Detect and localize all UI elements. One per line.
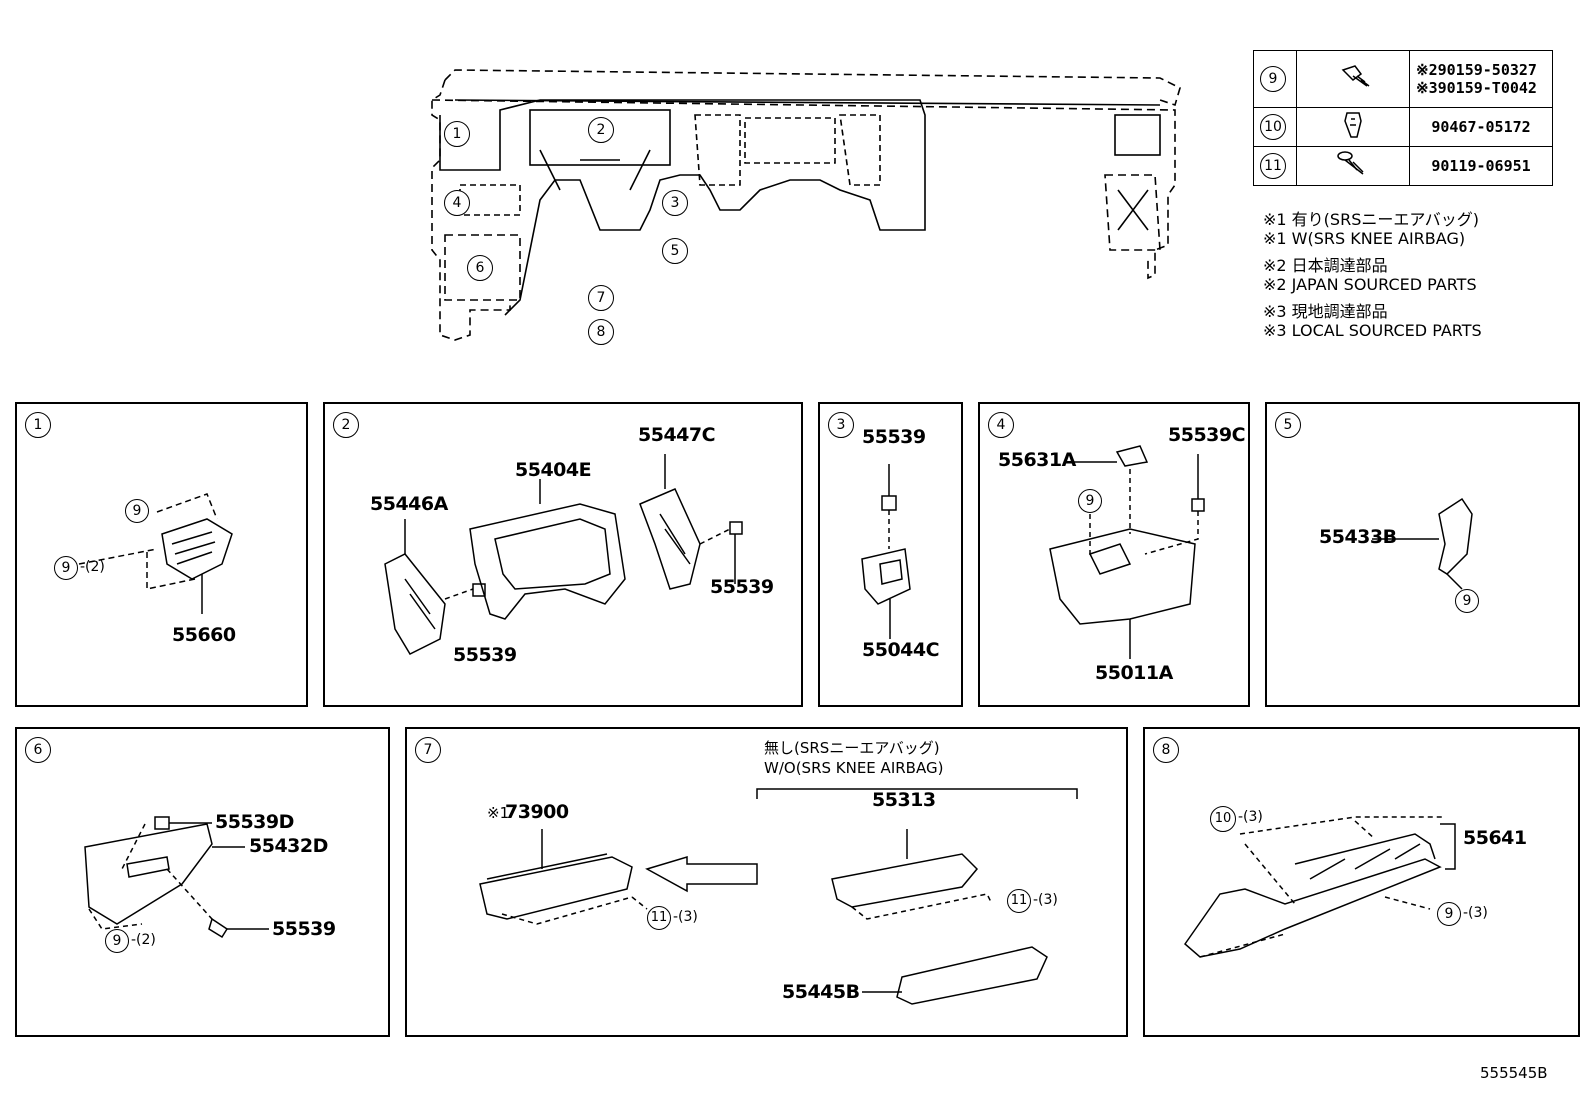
ref-circle-7: 7 (588, 285, 614, 311)
without-airbag-note-ja: 無し(SRSニーエアバッグ) (764, 739, 940, 757)
air-vent-drawing (78, 493, 233, 614)
part-55011A: 55011A (1095, 662, 1173, 684)
part-55313: 55313 (872, 789, 936, 811)
note-1-ja: ※1 有り(SRSニーエアバッグ) (1263, 210, 1479, 229)
qty-label: -(2) (131, 932, 156, 948)
callout-11-left: 11 (647, 906, 671, 930)
ref-circle-8: 8 (588, 319, 614, 345)
part-73900: 73900 (505, 801, 569, 823)
callout-9: 9 (105, 929, 129, 953)
qty-label: -(2) (80, 559, 105, 575)
panel-4-ref: 4 (988, 412, 1014, 438)
ref-circle-4: 4 (444, 190, 470, 216)
panel-8: 8 10 -(3) 55641 9 -(3) (1143, 727, 1580, 1037)
part-55432D: 55432D (249, 835, 328, 857)
note-1-en: ※1 W(SRS KNEE AIRBAG) (1263, 229, 1466, 248)
panel-1-ref: 1 (25, 412, 51, 438)
panel-1: 1 9 9 -(2) 55660 (15, 402, 308, 707)
part-55446A: 55446A (370, 493, 448, 515)
part-55631A: 55631A (998, 449, 1076, 471)
ref-circle-3: 3 (662, 190, 688, 216)
ref-circle-1: 1 (444, 121, 470, 147)
qty-label-left: -(3) (673, 909, 698, 925)
callout-9: 9 (1078, 489, 1102, 513)
part-55641: 55641 (1463, 827, 1527, 849)
lower-side-panel-drawing (84, 816, 269, 939)
part-55447C: 55447C (638, 424, 716, 446)
part-55433B: 55433B (1319, 526, 1397, 548)
panel-2: 2 55446A 55404E 55447C 55539 55539 (323, 402, 803, 707)
qty-label-9: -(3) (1463, 905, 1488, 921)
panel-5: 5 55433B 9 (1265, 402, 1580, 707)
part-55539C: 55539C (1168, 424, 1246, 446)
panel-3-ref: 3 (828, 412, 854, 438)
part-90159-50327: ※290159-50327 (1416, 61, 1537, 79)
part-55539-a: 55539 (710, 576, 774, 598)
panel-7-ref: 7 (415, 737, 441, 763)
panel-2-ref: 2 (333, 412, 359, 438)
glove-box-drawing (1183, 816, 1456, 958)
panel-3: 3 55539 55044C (818, 402, 963, 707)
callout-9-left: 9 (54, 556, 78, 580)
panel-8-ref: 8 (1153, 737, 1179, 763)
callout-9: 9 (1437, 902, 1461, 926)
part-55404E: 55404E (515, 459, 592, 481)
panel-4: 4 55631A 55539C 9 55011A (978, 402, 1250, 707)
fastener-row-9: 9 ※290159-50327※390159-T0042 (1253, 50, 1553, 108)
ref-circle-11: 11 (1260, 153, 1286, 179)
callout-10: 10 (1210, 806, 1236, 832)
part-55660: 55660 (172, 624, 236, 646)
note-3-en: ※3 LOCAL SOURCED PARTS (1263, 321, 1482, 340)
screw-icon (1333, 151, 1373, 184)
clip-icon (1333, 112, 1373, 145)
side-cover-drawing (1372, 497, 1473, 590)
note-3-ja: ※3 現地調達部品 (1263, 302, 1388, 321)
callout-11-right: 11 (1007, 889, 1031, 913)
qty-label-right: -(3) (1033, 892, 1058, 908)
cluster-panel-drawing (384, 454, 743, 655)
airbag-note-marker: ※1 (487, 804, 510, 822)
part-55539-b: 55539 (453, 644, 517, 666)
part-90467-05172: 90467-05172 (1431, 118, 1531, 136)
ref-circle-9: 9 (1260, 66, 1286, 92)
callout-9: 9 (1455, 589, 1479, 613)
diagram-id: 555545B (1480, 1064, 1548, 1082)
lower-panel-drawing (1049, 445, 1205, 659)
switch-base-drawing (861, 464, 911, 639)
qty-label-10: -(3) (1238, 809, 1263, 825)
fastener-table: 9 ※290159-50327※390159-T0042 10 90467-05… (1253, 50, 1553, 186)
note-2-ja: ※2 日本調達部品 (1263, 256, 1388, 275)
part-90119-06951: 90119-06951 (1431, 157, 1531, 175)
panel-6: 6 55539D 55432D 55539 9 -(2) (15, 727, 390, 1037)
ref-circle-6: 6 (467, 255, 493, 281)
fastener-row-11: 11 90119-06951 (1253, 146, 1553, 186)
ref-circle-2: 2 (588, 117, 614, 143)
panel-6-ref: 6 (25, 737, 51, 763)
part-55044C: 55044C (862, 639, 940, 661)
part-55445B: 55445B (782, 981, 860, 1003)
part-55539: 55539 (272, 918, 336, 940)
panel-5-ref: 5 (1275, 412, 1301, 438)
callout-9-top: 9 (125, 499, 149, 523)
ref-circle-10: 10 (1260, 114, 1286, 140)
fastener-row-10: 10 90467-05172 (1253, 107, 1553, 147)
part-55539: 55539 (862, 426, 926, 448)
knee-panel-drawing (479, 788, 1078, 1005)
panel-7: 7 無し(SRSニーエアバッグ) W/O(SRS KNEE AIRBAG) ※1… (405, 727, 1128, 1037)
bolt-icon (1333, 65, 1373, 96)
ref-circle-5: 5 (662, 238, 688, 264)
part-90159-T0042: ※390159-T0042 (1416, 79, 1537, 97)
note-2-en: ※2 JAPAN SOURCED PARTS (1263, 275, 1477, 294)
without-airbag-note-en: W/O(SRS KNEE AIRBAG) (764, 759, 944, 777)
part-55539D: 55539D (215, 811, 294, 833)
